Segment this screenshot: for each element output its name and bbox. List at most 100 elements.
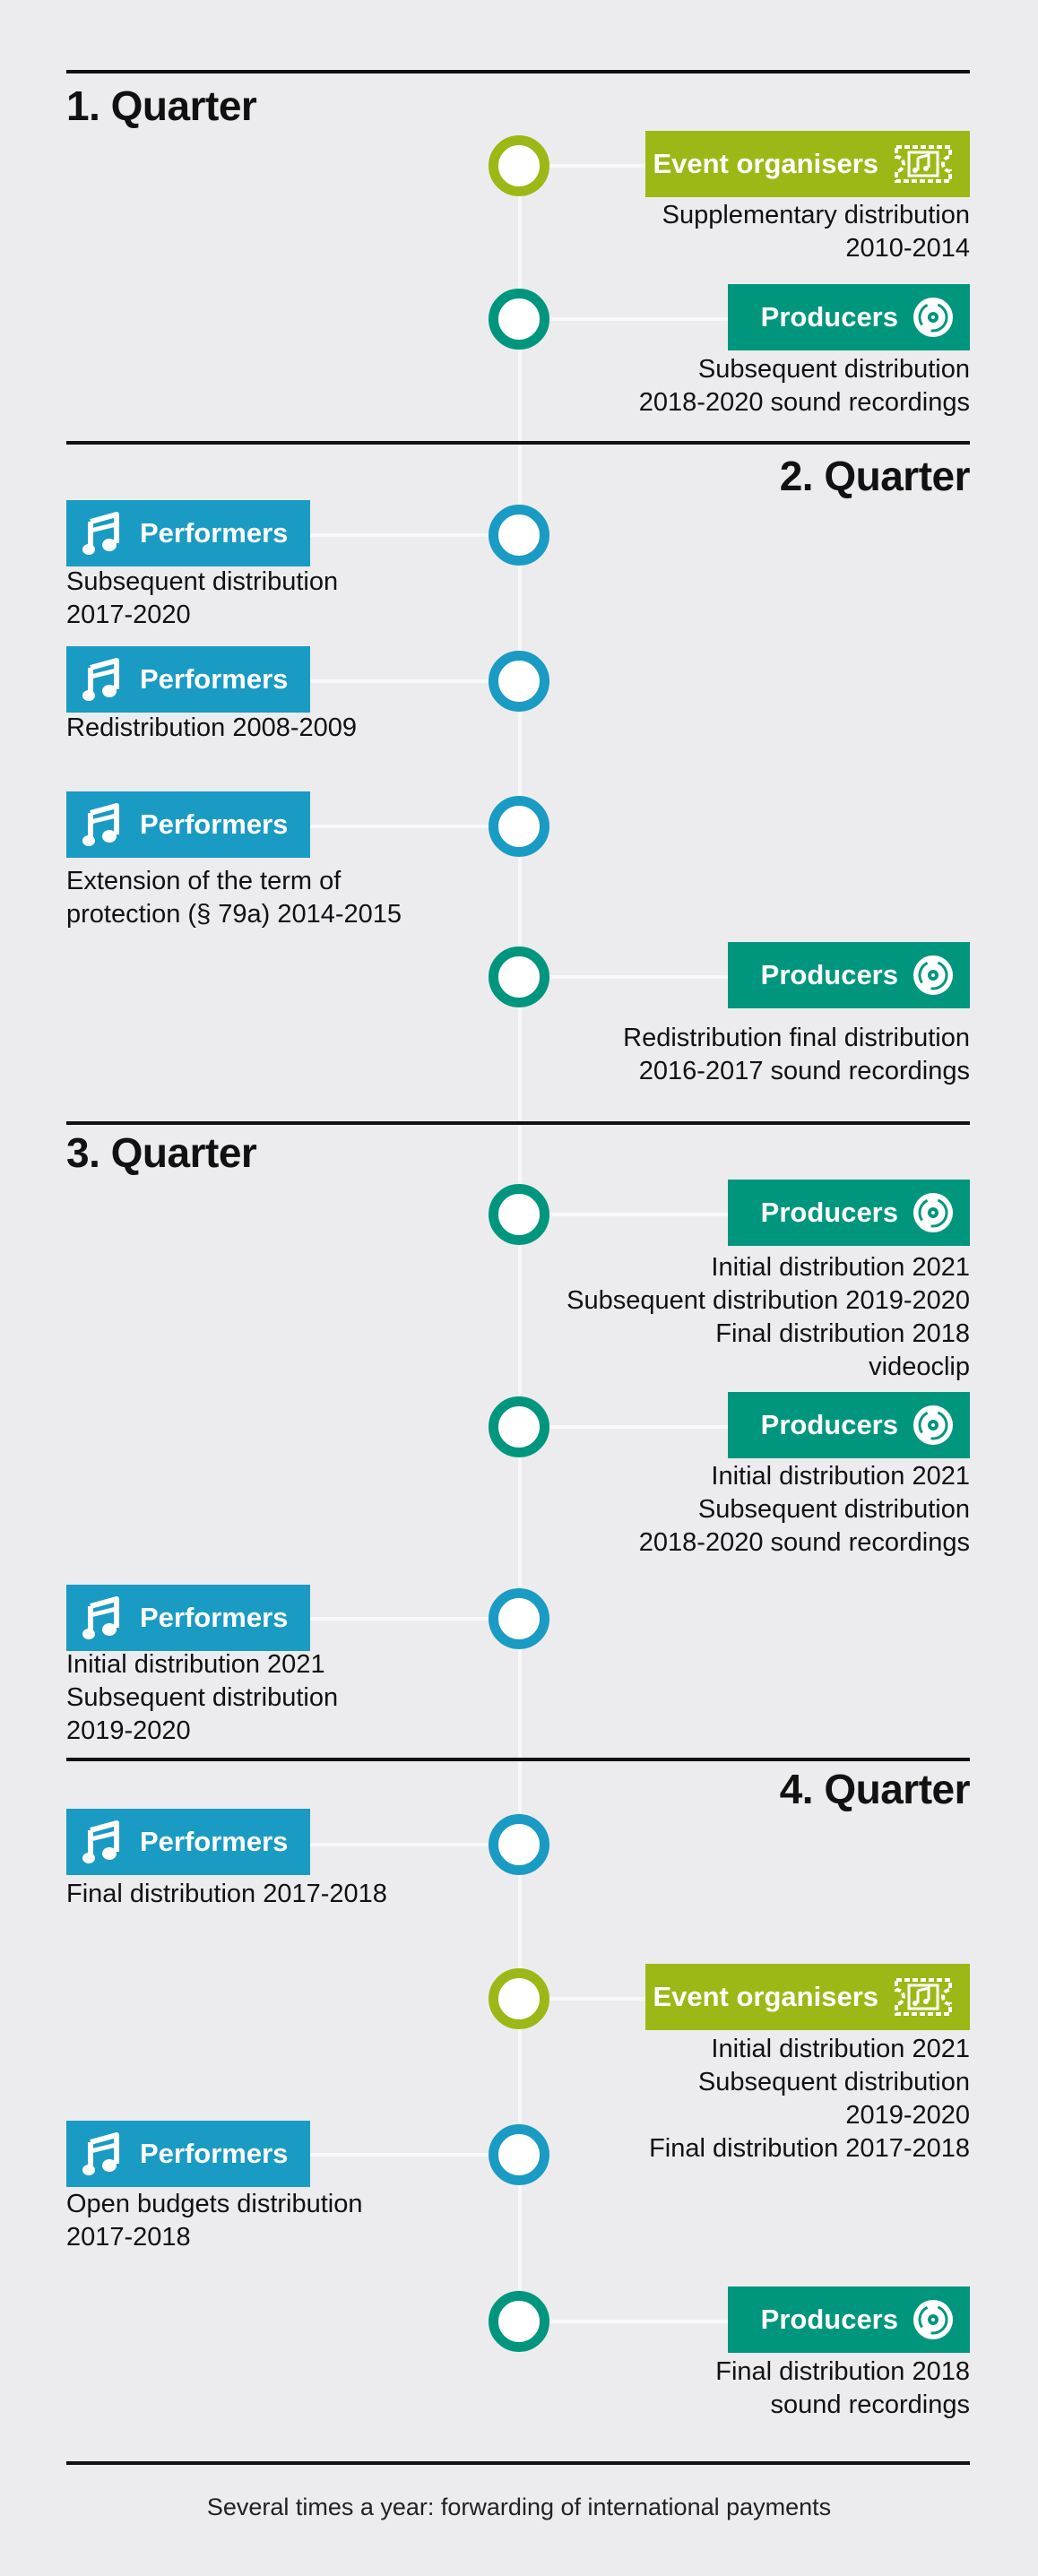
ticket-icon	[893, 1976, 954, 2018]
description-line: sound recordings	[770, 2390, 970, 2419]
music-note-icon	[82, 511, 122, 556]
connector-line	[310, 679, 498, 683]
group-tag: Producers	[728, 942, 970, 1008]
group-tag-label: Performers	[140, 517, 289, 549]
timeline-node	[489, 1968, 549, 2029]
connector-line	[541, 1425, 728, 1429]
description-line: Subsequent distribution	[697, 1495, 970, 1524]
quarter-rule	[66, 441, 970, 445]
description-line: 2018-2020 sound recordings	[638, 1528, 970, 1557]
music-note-icon	[82, 802, 122, 847]
connector-line	[541, 164, 645, 168]
description-line: Final distribution 2017-2018	[66, 1880, 387, 1908]
music-note-icon	[82, 2131, 122, 2176]
quarter-rule	[66, 1121, 970, 1125]
group-tag: Producers	[728, 2286, 970, 2353]
connector-line	[541, 1997, 645, 2001]
group-tag: Performers	[66, 1585, 310, 1651]
group-tag: Performers	[66, 1809, 310, 1875]
description-line: 2016-2017 sound recordings	[638, 1057, 970, 1085]
vinyl-record-icon	[913, 955, 954, 996]
description-line: Initial distribution 2021	[711, 2035, 970, 2063]
timeline-node	[489, 289, 549, 350]
music-note-icon	[82, 657, 122, 702]
connector-line	[310, 1617, 498, 1621]
description-line: Final distribution 2018	[715, 2357, 970, 2386]
timeline-node	[489, 1814, 549, 1875]
footer-rule	[66, 2461, 970, 2465]
group-tag-label: Performers	[140, 1602, 289, 1633]
description-line: 2019-2020	[66, 1716, 191, 1745]
description-line: Subsequent distribution	[66, 567, 339, 596]
description-line: Initial distribution 2021	[66, 1650, 325, 1679]
group-tag: Event organisers	[645, 1964, 970, 2030]
timeline-node	[489, 651, 549, 712]
distribution-description: Subsequent distribution 2017-2020	[66, 566, 338, 632]
timeline-node	[489, 505, 549, 566]
timeline-node	[489, 2124, 549, 2185]
description-line: 2017-2020	[66, 601, 191, 629]
description-line: Initial distribution 2021	[711, 1253, 970, 1282]
group-tag-label: Event organisers	[653, 148, 878, 179]
group-tag-label: Performers	[140, 1826, 289, 1857]
group-tag: Producers	[728, 284, 970, 350]
description-line: videoclip	[869, 1353, 970, 1381]
connector-line	[541, 2320, 728, 2323]
group-tag: Producers	[728, 1180, 970, 1246]
description-line: Subsequent distribution	[697, 2068, 970, 2096]
timeline-node	[489, 2291, 549, 2352]
quarter-heading: 3. Quarter	[66, 1129, 257, 1176]
group-tag: Performers	[66, 646, 310, 713]
vinyl-record-icon	[913, 1192, 954, 1233]
distribution-description: Final distribution 2018 sound recordings	[715, 2356, 970, 2422]
timeline-node	[489, 1588, 549, 1649]
quarter-heading: 4. Quarter	[779, 1766, 971, 1812]
group-tag: Performers	[66, 791, 310, 858]
connector-line	[541, 317, 728, 321]
distribution-description: Extension of the term of protection (§ 79…	[66, 865, 402, 931]
timeline-node	[489, 947, 549, 1007]
group-tag-label: Event organisers	[653, 1981, 878, 2012]
description-line: Open budgets distribution	[66, 2190, 363, 2218]
quarter-heading: 1. Quarter	[66, 82, 257, 129]
description-line: Subsequent distribution 2019-2020	[567, 1286, 970, 1315]
distribution-description: Open budgets distribution 2017-2018	[66, 2188, 363, 2254]
description-line: Supplementary distribution	[662, 201, 970, 229]
distribution-description: Final distribution 2017-2018	[66, 1878, 387, 1911]
quarter-rule	[66, 70, 970, 73]
group-tag-label: Producers	[760, 2304, 898, 2335]
description-line: Initial distribution 2021	[711, 1462, 970, 1491]
timeline-node	[489, 1184, 549, 1245]
timeline-node	[489, 135, 549, 196]
group-tag: Performers	[66, 500, 310, 566]
quarter-rule	[66, 1758, 970, 1761]
group-tag: Event organisers	[645, 131, 970, 197]
description-line: 2010-2014	[845, 234, 970, 263]
music-note-icon	[82, 1820, 122, 1864]
description-line: Redistribution 2008-2009	[66, 713, 358, 742]
connector-line	[541, 1213, 728, 1216]
connector-line	[310, 1843, 498, 1846]
description-line: Subsequent distribution	[66, 1683, 339, 1712]
group-tag-label: Performers	[140, 808, 289, 840]
group-tag-label: Producers	[760, 1409, 898, 1440]
description-line: protection (§ 79a) 2014-2015	[66, 900, 402, 929]
distribution-description: Redistribution 2008-2009	[66, 712, 357, 745]
timeline-line	[518, 161, 522, 2330]
description-line: 2018-2020 sound recordings	[638, 388, 970, 417]
description-line: Extension of the term of	[66, 867, 342, 895]
connector-line	[541, 975, 728, 979]
group-tag-label: Producers	[760, 1197, 898, 1228]
description-line: 2017-2018	[66, 2223, 191, 2252]
group-tag: Performers	[66, 2121, 310, 2187]
group-tag-label: Performers	[140, 2138, 289, 2169]
group-tag-label: Performers	[140, 663, 289, 695]
ticket-icon	[893, 143, 954, 185]
